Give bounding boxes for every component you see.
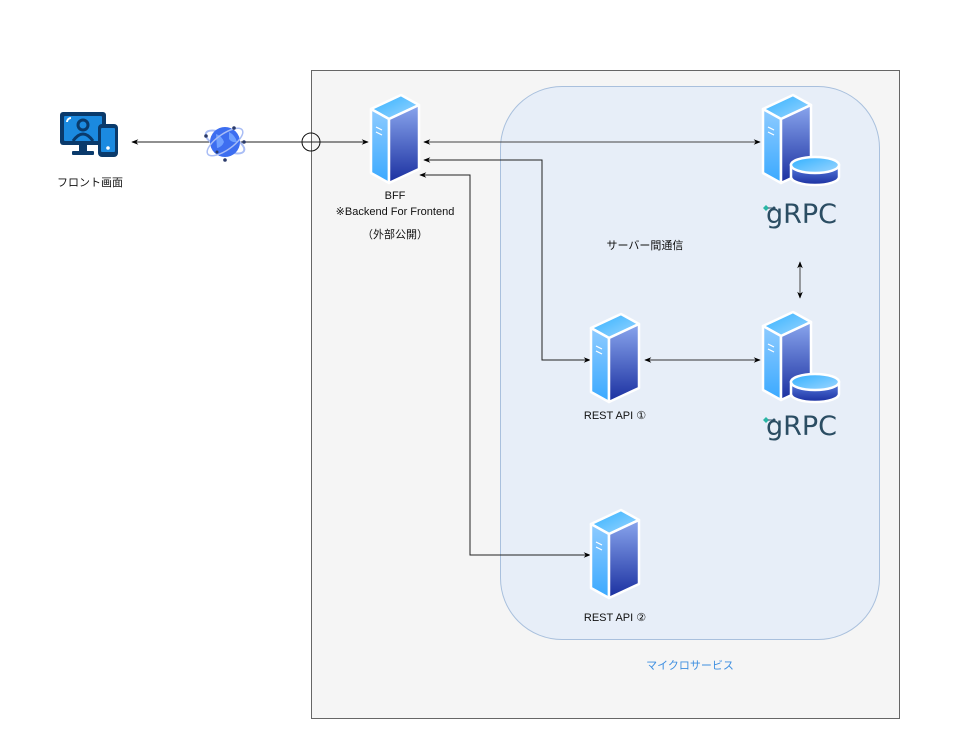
grpc-logo-1: gRPC <box>760 199 850 234</box>
microservices-label: マイクロサービス <box>646 660 734 672</box>
rest-api-1-node[interactable] <box>586 312 644 404</box>
grpc-logo-text: gRPC <box>766 411 838 442</box>
rest-api-2-node[interactable] <box>586 508 644 600</box>
grpc-logo-text: gRPC <box>766 199 838 230</box>
grpc-accent-icon <box>763 205 776 211</box>
bff-title: BFF <box>384 190 406 202</box>
server-database-icon <box>761 310 841 404</box>
server-icon <box>589 312 641 404</box>
rest-api-1-label: REST API ① <box>583 410 647 422</box>
globe-network-icon <box>204 126 246 162</box>
public-endpoint-marker <box>301 132 321 152</box>
front-screen-node[interactable] <box>58 110 124 160</box>
grpc-accent-icon <box>763 417 776 423</box>
edge-bff-rest2[interactable] <box>419 172 591 558</box>
inter-server-label: サーバー間通信 <box>606 240 684 252</box>
grpc-logo-2: gRPC <box>760 411 850 446</box>
bff-note: （外部公開） <box>362 229 428 241</box>
rest-api-2-label: REST API ② <box>583 612 647 624</box>
internet-node <box>202 120 248 164</box>
grpc-server-1-node[interactable] <box>758 93 842 189</box>
server-database-icon <box>761 93 841 187</box>
server-icon <box>589 508 641 600</box>
monitor-person-phone-icon <box>60 112 118 157</box>
grpc-server-2-node[interactable] <box>758 310 842 406</box>
bff-server-node[interactable] <box>366 93 424 185</box>
front-screen-label: フロント画面 <box>57 177 123 189</box>
bff-subtitle: ※Backend For Frontend <box>335 206 455 218</box>
server-icon <box>369 93 421 185</box>
